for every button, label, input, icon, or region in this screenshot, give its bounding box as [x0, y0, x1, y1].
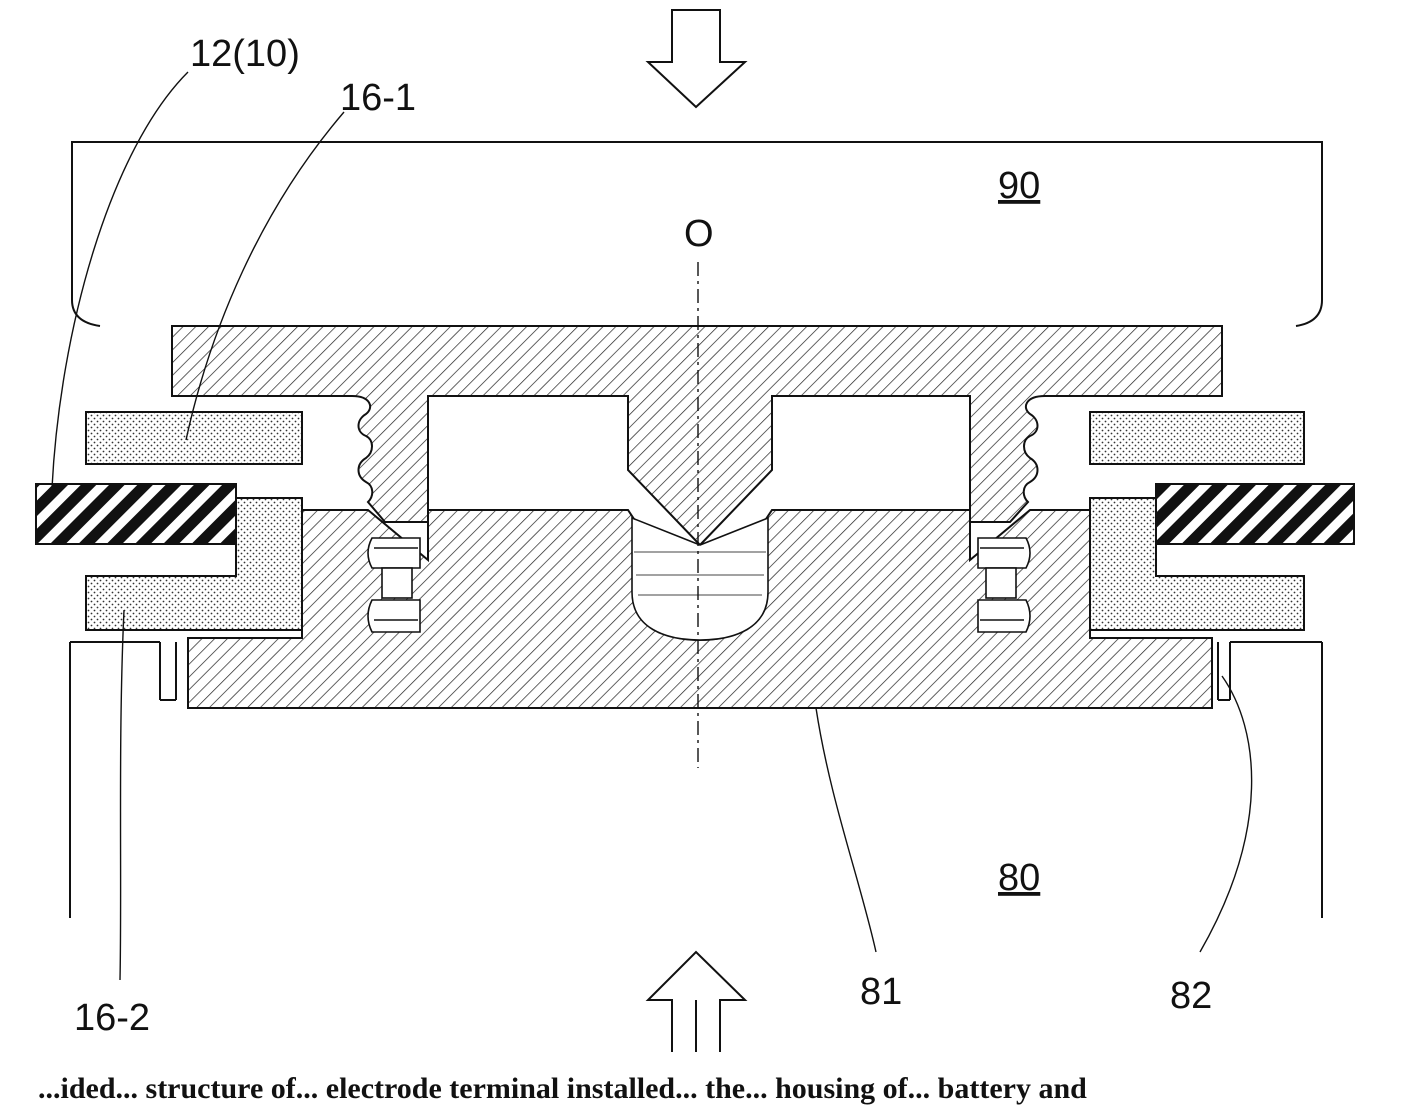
housing-12-right — [1156, 484, 1354, 544]
label-82: 82 — [1170, 975, 1212, 1017]
press-arrow-down-icon — [648, 10, 745, 107]
label-81: 81 — [860, 971, 902, 1013]
leader-81 — [816, 708, 876, 952]
label-16-1: 16-1 — [340, 77, 416, 119]
insulator-16-1-right — [1090, 412, 1304, 464]
leader-16-2 — [120, 610, 124, 980]
figure-caption: ...ided... structure of... electrode ter… — [38, 1070, 1418, 1107]
leader-82 — [1200, 676, 1252, 952]
label-axis-o: O — [684, 213, 714, 255]
label-12-10: 12(10) — [190, 33, 300, 75]
label-80: 80 — [998, 857, 1040, 899]
insulator-16-1-left — [86, 412, 302, 464]
label-16-2: 16-2 — [74, 997, 150, 1039]
label-90: 90 — [998, 165, 1040, 207]
housing-12-left — [36, 484, 236, 544]
